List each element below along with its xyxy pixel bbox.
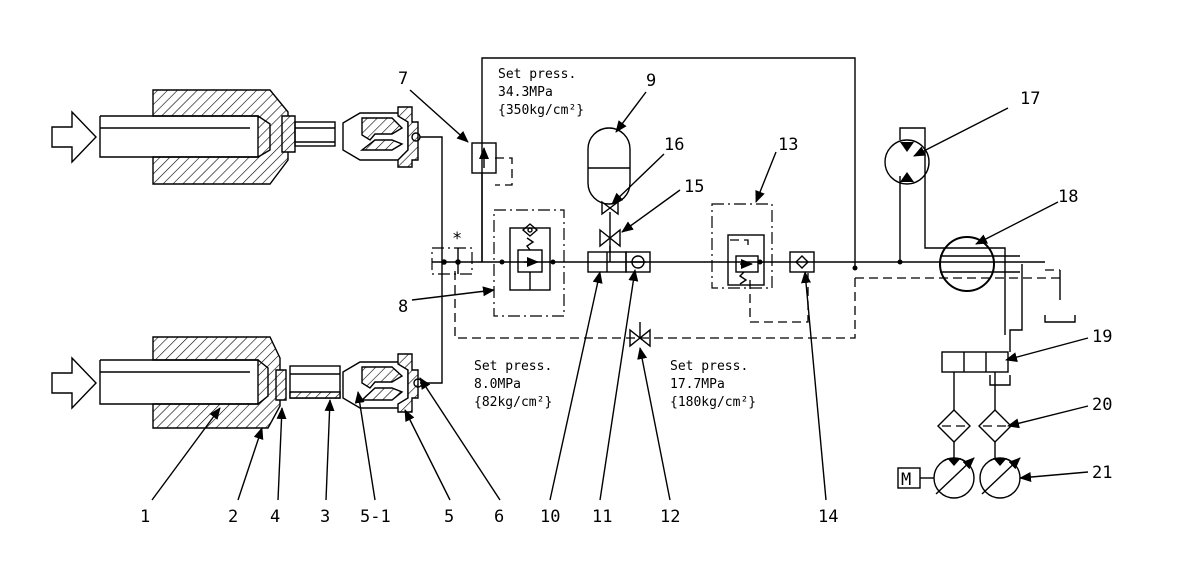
upper-plunger [294,121,336,147]
upper-seal-part [281,115,296,153]
callout-11: 11 [592,507,612,527]
callout-1: 1 [140,507,150,527]
callout-12: 12 [660,507,680,527]
orifice-mark: * [452,229,462,249]
stop-valve-15 [599,228,621,252]
lower-input-arrow [51,356,97,410]
callout-numbers: 1 2 4 3 5-1 5 6 7 8 9 10 11 12 13 14 15 … [140,69,1112,527]
callout-3: 3 [320,507,330,527]
directional-valve-19 [941,351,1009,410]
callout-19: 19 [1092,327,1112,347]
relief-valve-8 [493,209,565,317]
svg-text:17.7MPa: 17.7MPa [670,377,725,392]
svg-text:{180kg/cm²}: {180kg/cm²} [670,395,756,410]
lower-cylinder-assembly [51,336,423,429]
electric-motor-label: M [901,470,911,490]
upper-cylinder-body [152,89,289,185]
lower-end-fitting [397,353,419,413]
callout-9: 9 [646,71,656,91]
needle-valve-12 [629,322,651,348]
callout-7: 7 [398,69,408,89]
rotary-joint-18 [939,236,1020,292]
pressure-switch-7 [471,142,497,262]
motor-17 [884,127,930,265]
callout-2: 2 [228,507,238,527]
svg-text:8.0MPa: 8.0MPa [474,377,521,392]
callout-15: 15 [684,177,704,197]
relief-valve-13 [711,203,773,289]
lower-seal-part [275,369,287,401]
callout-8: 8 [398,297,408,317]
pumps-21: M [897,457,1021,499]
callout-21: 21 [1092,463,1112,483]
upper-end-fitting [397,106,419,168]
callout-leaders [151,89,1089,501]
upper-piston-rod [99,115,271,158]
callout-16: 16 [664,135,684,155]
svg-text:Set press.: Set press. [670,359,748,374]
upper-cylinder-assembly [51,89,421,185]
callout-10: 10 [540,507,560,527]
orifice-block: * [431,229,473,275]
callout-13: 13 [778,135,798,155]
note-valve8-press: Set press. 8.0MPa {82kg/cm²} [474,359,552,410]
lower-cylinder-body [152,336,281,429]
callout-5-1: 5-1 [360,507,391,527]
callout-14: 14 [818,507,838,527]
svg-text:{350kg/cm²}: {350kg/cm²} [498,103,584,118]
filters-20 [937,409,1012,458]
svg-text:Set press.: Set press. [498,67,576,82]
callout-20: 20 [1092,395,1112,415]
note-accumulator-press: Set press. 34.3MPa {350kg/cm²} [498,67,584,118]
callout-17: 17 [1020,89,1040,109]
svg-text:34.3MPa: 34.3MPa [498,85,553,100]
svg-text:{82kg/cm²}: {82kg/cm²} [474,395,552,410]
callout-4: 4 [270,507,280,527]
note-valve13-press: Set press. 17.7MPa {180kg/cm²} [670,359,756,410]
upper-input-arrow [51,110,97,164]
callout-5: 5 [444,507,454,527]
lower-piston-rod [99,359,269,405]
accumulator-9 [587,127,631,205]
callout-18: 18 [1058,187,1078,207]
svg-text:Set press.: Set press. [474,359,552,374]
callout-6: 6 [494,507,504,527]
